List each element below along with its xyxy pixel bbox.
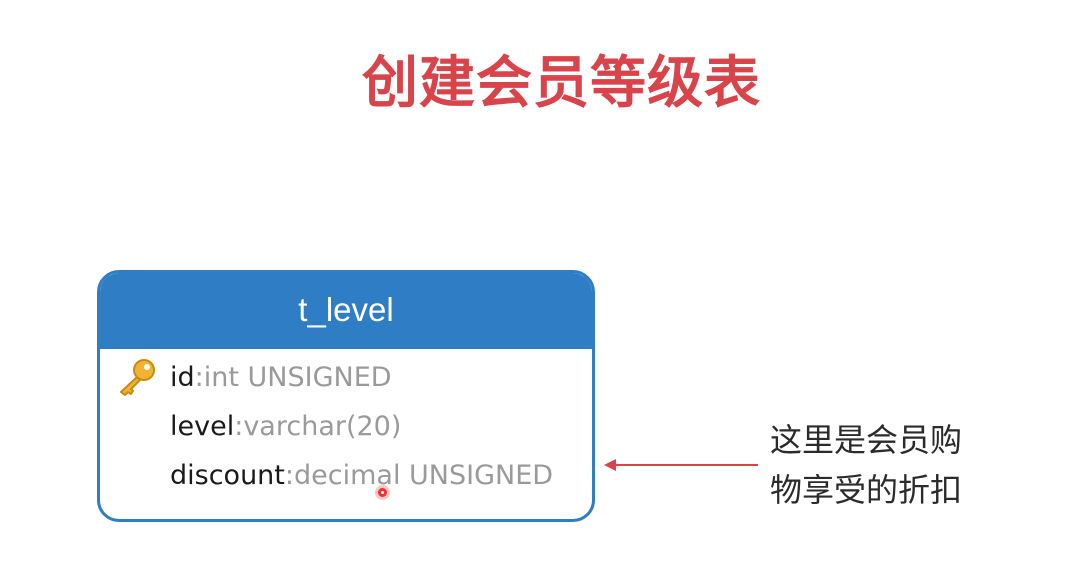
column-name: id	[170, 362, 195, 393]
er-table-card: t_level id: int UNSIGNED level: varchar(…	[97, 270, 595, 522]
column-name: level	[170, 411, 235, 442]
primary-key-icon	[120, 359, 155, 396]
annotation-line-2: 物享受的折扣	[770, 471, 963, 509]
slide-title: 创建会员等级表	[362, 51, 761, 116]
column-type: int UNSIGNED	[203, 362, 392, 393]
column-separator: :	[284, 460, 294, 491]
column-separator: :	[234, 411, 244, 442]
pointer-cursor	[378, 488, 387, 497]
column-row-discount: discount: decimal UNSIGNED	[100, 451, 592, 500]
annotation-note: 这里是会员购 物享受的折扣	[770, 415, 1020, 515]
column-row-level: level: varchar(20)	[100, 402, 592, 451]
column-name: discount	[170, 460, 285, 491]
column-type: decimal UNSIGNED	[294, 460, 554, 491]
column-separator: :	[194, 362, 204, 393]
column-type: varchar(20)	[243, 411, 402, 442]
column-row-id: id: int UNSIGNED	[100, 353, 592, 402]
annotation-arrow	[604, 459, 758, 471]
annotation-line-1: 这里是会员购	[770, 421, 963, 459]
table-name: t_level	[100, 273, 592, 349]
column-list: id: int UNSIGNED level: varchar(20) disc…	[100, 349, 592, 500]
